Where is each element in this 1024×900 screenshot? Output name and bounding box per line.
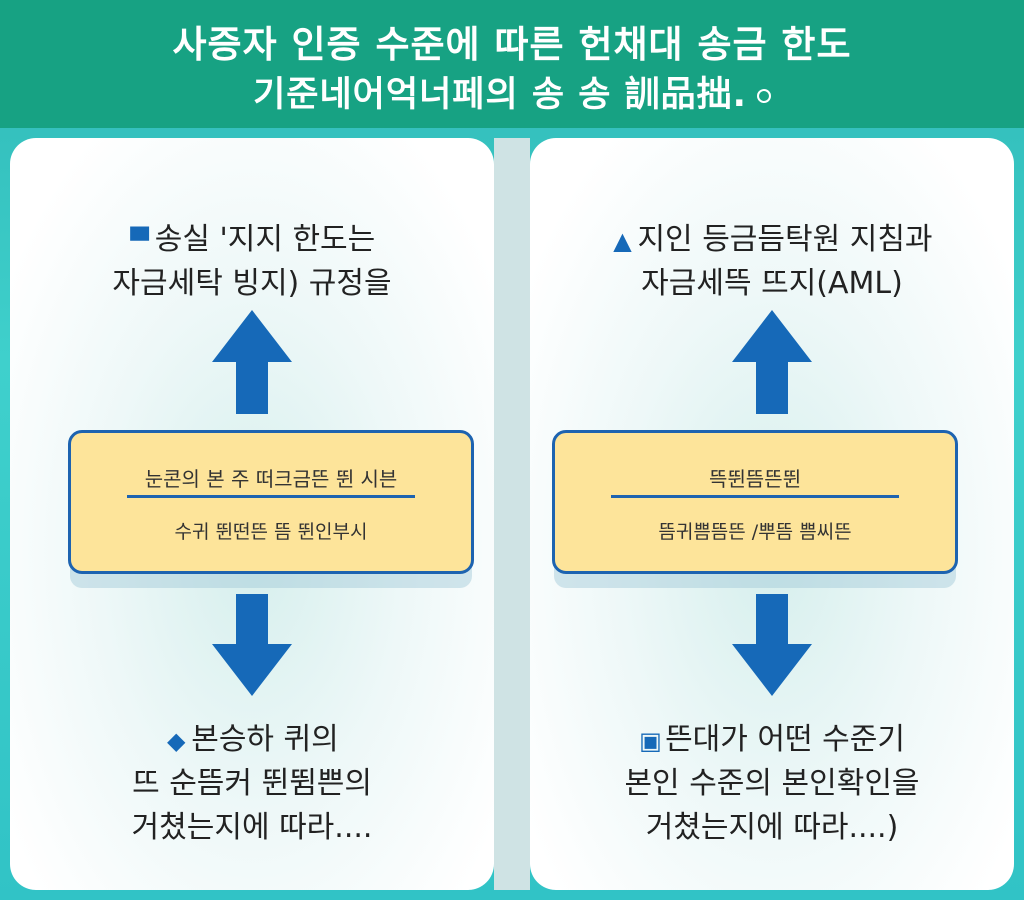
left-panel: ▀송실 '지지 한도는 자금세탁 빙지) 규정을 눈콘의 본 주 떠크금뜬 뛴 … [10,138,494,890]
right-top-line-1: 지인 등금듬탁원 지침과 [637,222,933,257]
arrow-up-icon [212,310,292,414]
id-card-icon: ▣ [639,726,662,755]
left-box-line-2: 수귀 뛴떤뜬 뜸 뛴인부시 [174,521,368,543]
arrow-down-icon [732,594,812,696]
arrow-up-icon [732,310,812,414]
left-bottom-line-2: 뜨 순뜸커 뛴뜀쁜의 [132,766,372,801]
left-info-box: 눈콘의 본 주 떠크금뜬 뛴 시븐 수귀 뛴떤뜬 뜸 뛴인부시 [68,430,474,574]
panel-divider [494,138,530,890]
left-top-line-2: 자금세탁 빙지) 규정을 [112,266,392,301]
left-bottom-text: ◆본승하 퀴의 뜨 순뜸커 뛴뜀쁜의 거쳤는지에 따라.... [10,718,494,850]
right-bottom-line-3: 거쳤는지에 따라....) [645,810,899,845]
title-line-1: 사증자 인증 수준에 따른 헌채대 송금 한도 [172,23,852,66]
right-bottom-line-2: 본인 수준의 본인확인을 [624,766,920,801]
circle-icon [756,89,771,103]
left-bottom-line-3: 거쳤는지에 따라.... [131,810,373,845]
right-panel: ▲지인 등금듬탁원 지침과 자금세뜩 뜨지(AML) 뜩뛴뜸뜬뛴 뜸귀쁨뜸뜬 /… [530,138,1014,890]
left-top-text: ▀송실 '지지 한도는 자금세탁 빙지) 규정을 [10,218,494,306]
arrow-down-icon [212,594,292,696]
right-box-line-1: 뜩뛴뜸뜬뛴 [709,467,801,491]
left-box-line-1: 눈콘의 본 주 떠크금뜬 뛴 시븐 [144,467,398,491]
money-icon: ▀ [130,226,149,255]
right-bottom-text: ▣뜬대가 어떤 수준기 본인 수준의 본인확인을 거쳤는지에 따라....) [530,718,1014,850]
right-box-line-2: 뜸귀쁨뜸뜬 /뿌뜸 쁨씨뜬 [658,521,852,543]
right-top-line-2: 자금세뜩 뜨지(AML) [641,266,903,301]
header-banner: 사증자 인증 수준에 따른 헌채대 송금 한도 기준네어억너페의 송 송 訓品拙… [0,0,1024,128]
arrow-up-small-icon: ▲ [613,226,632,255]
right-bottom-line-1: 뜬대가 어떤 수준기 [665,722,905,757]
title-line-2: 기준네어억너페의 송 송 訓品拙. [0,66,1024,117]
right-top-text: ▲지인 등금듬탁원 지침과 자금세뜩 뜨지(AML) [530,218,1014,306]
title-line-2-text: 기준네어억너페의 송 송 訓品拙. [253,75,747,115]
left-box-rule [127,495,415,498]
left-bottom-line-1: 본승하 퀴의 [191,722,339,757]
right-info-box: 뜩뛴뜸뜬뛴 뜸귀쁨뜸뜬 /뿌뜸 쁨씨뜬 [552,430,958,574]
shield-icon: ◆ [166,726,186,755]
left-top-line-1: 송실 '지지 한도는 [154,222,376,257]
right-box-rule [611,495,899,498]
